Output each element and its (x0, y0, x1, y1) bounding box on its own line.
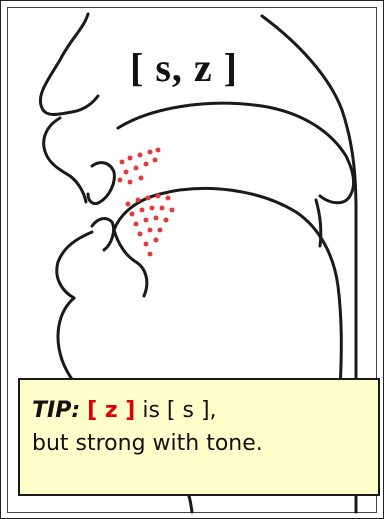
tip-box: TIP: [ z ] is [ s ], but strong with ton… (18, 378, 380, 496)
tongue-outline (112, 186, 343, 392)
tip-text-after-sound: is [ s ], (135, 398, 217, 423)
lower-lip-outline (55, 230, 94, 300)
tip-sound: [ z ] (87, 398, 136, 423)
epiglottis-outline (314, 198, 323, 248)
tip-line-2: but strong with tone. (32, 431, 263, 456)
tip-label: TIP: (32, 398, 81, 423)
phoneme-label: [ s, z ] (130, 45, 238, 90)
palate-outline (116, 101, 355, 205)
nose-outline (39, 12, 100, 116)
contact-dots (117, 147, 175, 257)
upper-lip-outline (42, 116, 88, 204)
upper-teeth (86, 161, 116, 206)
tip-line-1: TIP: [ z ] is [ s ], (32, 394, 368, 427)
lower-teeth (90, 217, 116, 252)
tongue-underside (112, 228, 149, 298)
pharynx-wall (260, 14, 358, 514)
